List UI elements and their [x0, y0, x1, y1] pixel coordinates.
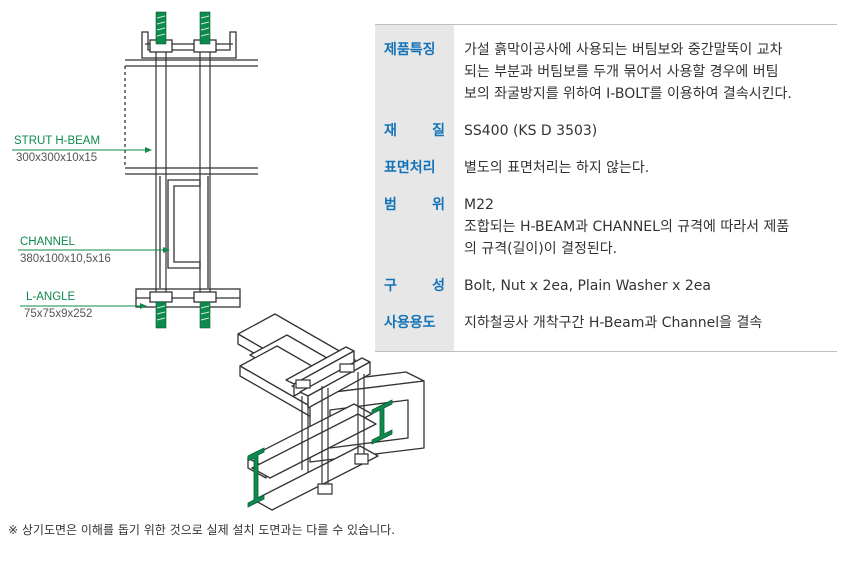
assembly-drawing — [12, 11, 425, 511]
spec-key-column — [375, 25, 454, 351]
spec-key-surface: 표면처리 — [384, 160, 436, 176]
spec-key-features: 제품특징 — [384, 42, 436, 58]
channel-label: CHANNEL — [20, 236, 75, 248]
strut-h-beam-size: 300x300x10x15 — [16, 152, 98, 164]
spec-row-features: 제품특징 가설 흙막이공사에 사용되는 버팀보와 중간말뚝이 교차 되는 부분과… — [375, 39, 837, 105]
spec-key-usage: 사용용도 — [384, 315, 436, 331]
spec-row-usage: 사용용도 지하철공사 개착구간 H-Beam과 Channel을 결속 — [375, 312, 837, 334]
spec-table: 제품특징 가설 흙막이공사에 사용되는 버팀보와 중간말뚝이 교차 되는 부분과… — [375, 24, 837, 352]
spec-row-surface: 표면처리 별도의 표면처리는 하지 않는다. — [375, 157, 837, 179]
l-angle-label: L-ANGLE — [26, 291, 76, 303]
spec-value-surface: 별도의 표면처리는 하지 않는다. — [464, 160, 650, 176]
channel-size: 380x100x10,5x16 — [20, 253, 111, 265]
disclaimer-note: ※ 상기도면은 이해를 돕기 위한 것으로 실제 설치 도면과는 다를 수 있습… — [8, 523, 396, 537]
spec-value-material: SS400 (KS D 3503) — [464, 123, 598, 139]
spec-value-composition: Bolt, Nut x 2ea, Plain Washer x 2ea — [464, 278, 711, 294]
spec-value-range: M22 조합되는 H-BEAM과 CHANNEL의 규격에 따라서 제품 의 규… — [464, 197, 790, 257]
spec-value-usage: 지하철공사 개착구간 H-Beam과 Channel을 결속 — [464, 315, 763, 331]
l-angle-size: 75x75x9x252 — [24, 308, 93, 320]
spec-value-features: 가설 흙막이공사에 사용되는 버팀보와 중간말뚝이 교차 되는 부분과 버팀보를… — [464, 42, 792, 102]
technical-drawing: STRUT H-BEAM 300x300x10x15 CHANNEL 380x1… — [0, 0, 450, 520]
strut-h-beam-label: STRUT H-BEAM — [14, 135, 101, 147]
